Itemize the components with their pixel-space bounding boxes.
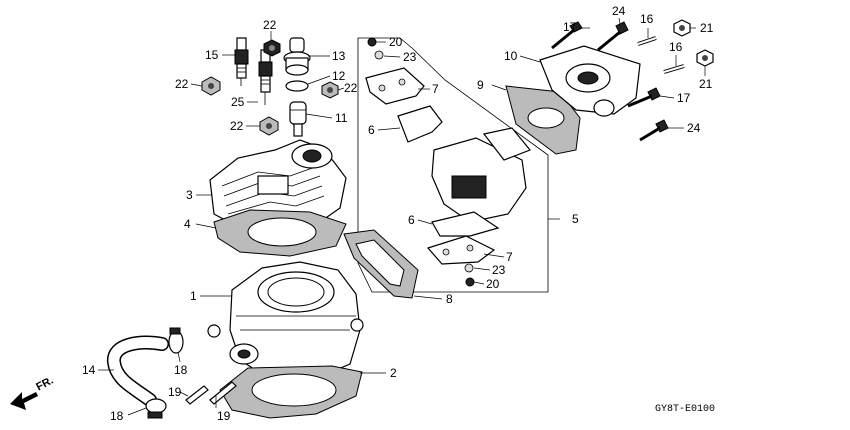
nut-21-lower [696, 49, 714, 67]
head-gasket-4 [213, 209, 347, 257]
callout-15: 15 [205, 48, 219, 62]
reed-petal-6-bottom [431, 211, 500, 237]
intake-manifold-10 [539, 45, 641, 117]
base-gasket-2 [219, 365, 363, 419]
callout-20: 20 [486, 277, 500, 291]
leader-lines [98, 17, 706, 416]
callout-4: 4 [184, 217, 191, 231]
screw-20-bottom [465, 277, 475, 287]
reed-stopper-7-bottom [426, 235, 496, 265]
callout-21: 21 [700, 21, 714, 35]
callout-23: 23 [492, 263, 506, 277]
callout-16: 16 [640, 12, 654, 26]
callout-24: 24 [612, 4, 626, 18]
callout-16: 16 [669, 40, 683, 54]
callout-20: 20 [389, 35, 403, 49]
stud-16-lower [663, 64, 685, 74]
callout-24: 24 [687, 121, 701, 135]
spark-plug-15 [234, 37, 249, 86]
cap-nut-22-left [201, 76, 221, 96]
intake-gasket-9 [505, 85, 581, 155]
callout-2: 2 [390, 366, 397, 380]
callout-6: 6 [368, 123, 375, 137]
bolt-24-top [597, 21, 629, 52]
callout-17: 17 [677, 91, 691, 105]
stud-bolt-19-left [185, 385, 209, 405]
hose-clamp-18-lower [145, 398, 167, 419]
callout-19: 19 [168, 385, 182, 399]
callout-10: 10 [504, 49, 518, 63]
cylinder-head-3 [209, 139, 347, 233]
cap-nut-22-low [259, 116, 279, 136]
hose-clamp-18-upper [168, 327, 184, 354]
callout-12: 12 [332, 69, 346, 83]
callout-11: 11 [335, 111, 348, 125]
callout-18: 18 [174, 363, 188, 377]
callout-3: 3 [186, 188, 193, 202]
reed-stopper-7-top [365, 67, 425, 105]
callout-18: 18 [110, 409, 124, 423]
reed-body-center [431, 127, 531, 223]
thermo-sensor-11 [289, 101, 307, 137]
callout-19: 19 [217, 409, 231, 423]
spark-plug-25 [258, 49, 273, 105]
callout-6: 6 [408, 213, 415, 227]
callout-23: 23 [403, 50, 417, 64]
stud-bolt-19-right [209, 381, 237, 405]
callout-7: 7 [432, 82, 439, 96]
callout-1: 1 [190, 289, 197, 303]
reed-gasket-8 [343, 229, 419, 299]
callout-22: 22 [263, 18, 277, 32]
callout-8: 8 [446, 292, 453, 306]
front-direction-arrow-icon [10, 392, 38, 410]
bolt-17-lower [627, 87, 661, 108]
callout-13: 13 [332, 49, 346, 63]
callout-9: 9 [477, 78, 484, 92]
callout-25: 25 [231, 95, 245, 109]
cap-nut-22-right [321, 81, 339, 99]
callout-5: 5 [572, 212, 579, 226]
callout-22: 22 [344, 81, 358, 95]
cylinder-1 [207, 261, 364, 381]
callout-22: 22 [230, 119, 244, 133]
sealing-ring-12 [285, 80, 309, 92]
callout-7: 7 [506, 250, 513, 264]
diagram-code: GY8T-E0100 [655, 404, 716, 415]
reed-valve-group-outline [357, 37, 549, 293]
cap-nut-22-top [263, 39, 281, 57]
washer-23-top [374, 50, 384, 60]
bolt-24-lower [639, 119, 669, 142]
washer-23-bottom [464, 263, 474, 273]
reed-petal-6-top [397, 105, 443, 143]
callout-17: 17 [563, 20, 577, 34]
callout-22: 22 [175, 77, 189, 91]
callout-14: 14 [82, 363, 96, 377]
sensor-bolt-13 [283, 37, 311, 76]
water-hose-14 [107, 335, 169, 407]
screw-20-top [367, 37, 377, 47]
callout-21: 21 [699, 77, 713, 91]
stud-16-upper [637, 36, 657, 46]
nut-21-upper [673, 19, 691, 37]
